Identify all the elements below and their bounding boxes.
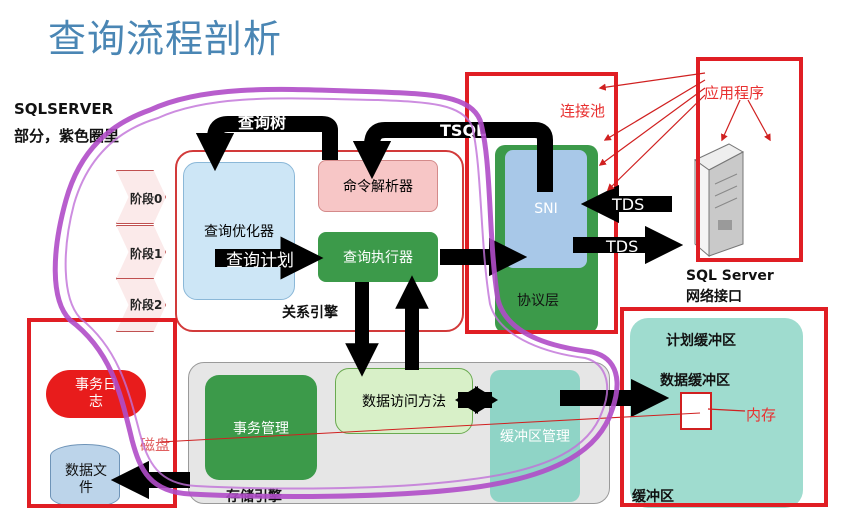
application-frame xyxy=(696,57,803,262)
tds-in-label: TDS xyxy=(611,195,644,214)
server-icon xyxy=(694,143,745,258)
app-pointer-1 xyxy=(721,99,741,142)
pool-pointer-1 xyxy=(598,72,706,91)
side-note: SQLSERVER部分，紫色圈里 xyxy=(14,100,120,145)
sni-label: SNI xyxy=(534,201,558,217)
data-access-box: 数据访问方法 xyxy=(335,368,473,434)
pool-pointer-3 xyxy=(598,87,706,166)
application-annotation: 应用程序 xyxy=(704,84,765,102)
plan-cache-label: 计划缓冲区 xyxy=(666,333,736,349)
stage-0-label: 阶段0 xyxy=(130,192,163,206)
transaction-mgmt-label: 事务管理 xyxy=(233,420,289,437)
purple-circle-inner xyxy=(64,97,609,490)
stage-1-label: 阶段1 xyxy=(130,247,163,261)
relational-engine-label: 关系引擎 xyxy=(282,305,338,321)
transaction-mgmt-box: 事务管理 xyxy=(205,375,317,480)
disk-annotation: 磁盘 xyxy=(140,436,171,454)
transaction-log-label: 事务日志 xyxy=(75,377,117,410)
server-label-2: 网络接口 xyxy=(686,289,742,305)
buffer-mgmt-label: 缓冲区管理 xyxy=(500,429,570,445)
protocol-layer-label: 协议层 xyxy=(517,293,559,309)
stage-2-label: 阶段2 xyxy=(130,298,163,312)
transaction-log-box: 事务日志 xyxy=(46,370,146,418)
data-file-label: 数据文件 xyxy=(65,463,107,496)
data-cache-label: 数据缓冲区 xyxy=(660,373,730,389)
query-optimizer-label: 查询优化器 xyxy=(204,224,274,240)
memory-page-box xyxy=(680,392,712,430)
memory-pointer xyxy=(707,408,746,412)
data-access-label: 数据访问方法 xyxy=(362,394,446,410)
pool-pointer-4 xyxy=(606,94,706,192)
query-optimizer-box: 查询优化器 xyxy=(183,162,295,300)
memory-annotation: 内存 xyxy=(746,406,777,424)
purple-circle xyxy=(52,86,620,499)
command-parser-label: 命令解析器 xyxy=(343,179,413,195)
tsql-arrow xyxy=(352,122,553,192)
tds-out-label: TDS xyxy=(605,237,638,256)
page-title: 查询流程剖析 xyxy=(48,17,283,61)
query-plan-label: 查询计划 xyxy=(226,251,294,271)
server-label-1: SQL Server xyxy=(686,268,774,284)
disk-memory-line xyxy=(159,412,701,443)
pool-pointer-2 xyxy=(603,79,706,141)
query-executor-box: 查询执行器 xyxy=(318,232,438,282)
query-tree-arrow xyxy=(195,116,338,172)
app-pointer-2 xyxy=(747,99,771,142)
connection-pool-annotation: 连接池 xyxy=(560,102,606,120)
query-tree-label: 查询树 xyxy=(238,113,286,132)
query-executor-label: 查询执行器 xyxy=(343,250,413,266)
